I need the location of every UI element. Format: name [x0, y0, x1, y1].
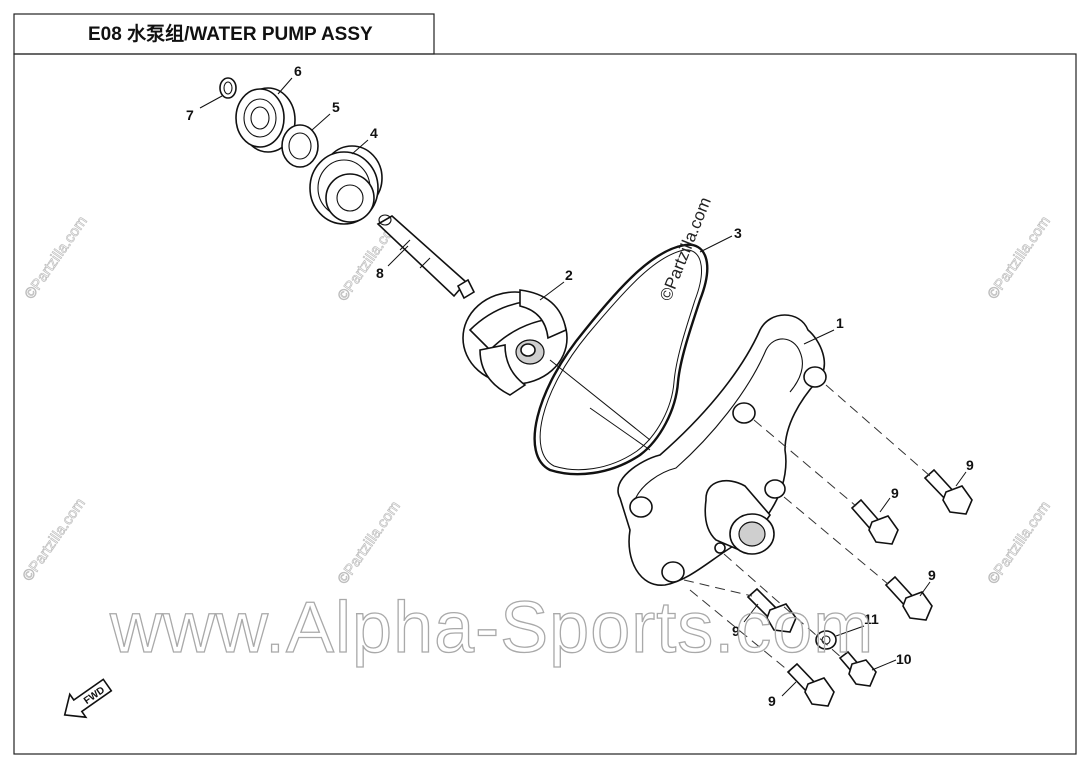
- watermark-partzilla: ©Partzilla.com: [334, 498, 404, 587]
- callout-2: 2: [565, 267, 573, 283]
- callout-11: 11: [864, 611, 879, 627]
- callout-6: 6: [294, 63, 302, 79]
- part-10-drain-bolt: [838, 650, 877, 687]
- part-2-impeller: [462, 289, 568, 396]
- callout-8: 8: [376, 265, 384, 281]
- part-1-pump-cover: [617, 314, 827, 586]
- part-3-o-ring: [533, 243, 709, 476]
- leader-lines: [199, 77, 967, 697]
- callout-9: 9: [732, 623, 740, 639]
- bolt-9-bottom: [786, 662, 835, 707]
- fwd-arrow: FWD: [63, 678, 113, 719]
- watermark-partzilla: ©Partzilla.com: [984, 213, 1054, 302]
- bolt-9-mid: [850, 498, 899, 545]
- callout-numbers: 1 2 3 4 5 6 7 8 9 9 9 9 9 10 11: [186, 63, 974, 709]
- partzilla-watermarks: ©Partzilla.com ©Partzilla.com ©Partzilla…: [19, 213, 1054, 588]
- assembly-lines: [549, 359, 931, 673]
- part-6-bearing: [235, 87, 296, 153]
- part-7-circlip: [219, 77, 237, 99]
- part-5-oil-seal: [281, 124, 319, 168]
- callout-4: 4: [370, 125, 378, 141]
- bolt-9-right: [884, 575, 933, 621]
- callout-5: 5: [332, 99, 340, 115]
- bolt-9-upper-right: [923, 468, 973, 515]
- callout-9: 9: [768, 693, 776, 709]
- part-8-shaft: [376, 214, 476, 300]
- diagram-title: E08 水泵组/WATER PUMP ASSY: [88, 22, 373, 45]
- callout-10: 10: [896, 651, 912, 667]
- title-box: [13, 13, 435, 55]
- callout-3: 3: [734, 225, 742, 241]
- part-4-mechanical-seal: [309, 145, 383, 225]
- watermark-partzilla: ©Partzilla.com: [984, 498, 1054, 587]
- callout-9: 9: [966, 457, 974, 473]
- watermark-site: www.Alpha-Sports.com: [109, 588, 874, 668]
- watermark-partzilla: ©Partzilla.com: [19, 495, 89, 584]
- drawing-frame: [13, 53, 1077, 755]
- callout-9: 9: [928, 567, 936, 583]
- watermark-partzilla: ©Partzilla.com: [21, 213, 91, 302]
- callout-7: 7: [186, 107, 194, 123]
- part-11-washer: [815, 630, 837, 650]
- callout-1: 1: [836, 315, 844, 331]
- callout-9: 9: [891, 485, 899, 501]
